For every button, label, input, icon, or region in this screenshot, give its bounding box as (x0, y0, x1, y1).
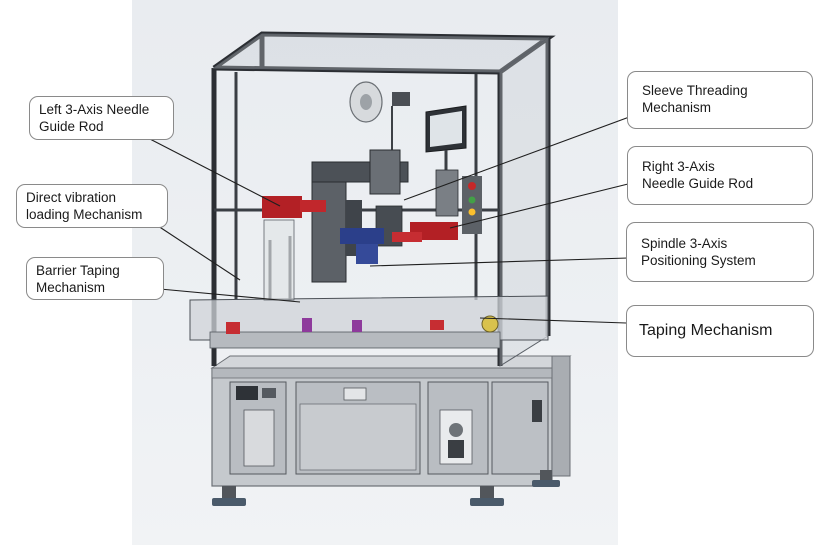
callout-sleeve-threading: Sleeve Threading Mechanism (627, 71, 813, 129)
callout-line: Guide Rod (39, 119, 104, 134)
callout-line: Needle Guide Rod (642, 176, 754, 191)
central-gantry (262, 149, 482, 283)
hmi-screen (425, 105, 467, 176)
callout-line: Barrier Taping (36, 263, 120, 278)
callout-line: Taping Mechanism (639, 322, 773, 339)
callout-line: loading Mechanism (26, 207, 143, 222)
base-cabinet (210, 355, 572, 506)
callout-line: Right 3-Axis (642, 159, 715, 174)
callout-barrier-taping: Barrier Taping Mechanism (26, 257, 164, 300)
callout-spindle-positioning: Spindle 3-Axis Positioning System (626, 222, 814, 282)
callout-taping-mechanism: Taping Mechanism (626, 305, 814, 357)
callout-direct-vibration: Direct vibration loading Mechanism (16, 184, 168, 228)
callout-line: Spindle 3-Axis (641, 236, 728, 251)
callout-line: Positioning System (641, 253, 756, 268)
callout-line: Direct vibration (26, 190, 117, 205)
callout-right-needle-guide: Right 3-Axis Needle Guide Rod (627, 146, 813, 205)
callout-line: Mechanism (36, 280, 106, 295)
callout-line: Left 3-Axis Needle (39, 102, 150, 117)
callout-line: Mechanism (642, 100, 712, 115)
callout-line: Sleeve Threading (642, 83, 748, 98)
callout-left-needle-guide: Left 3-Axis Needle Guide Rod (29, 96, 174, 140)
